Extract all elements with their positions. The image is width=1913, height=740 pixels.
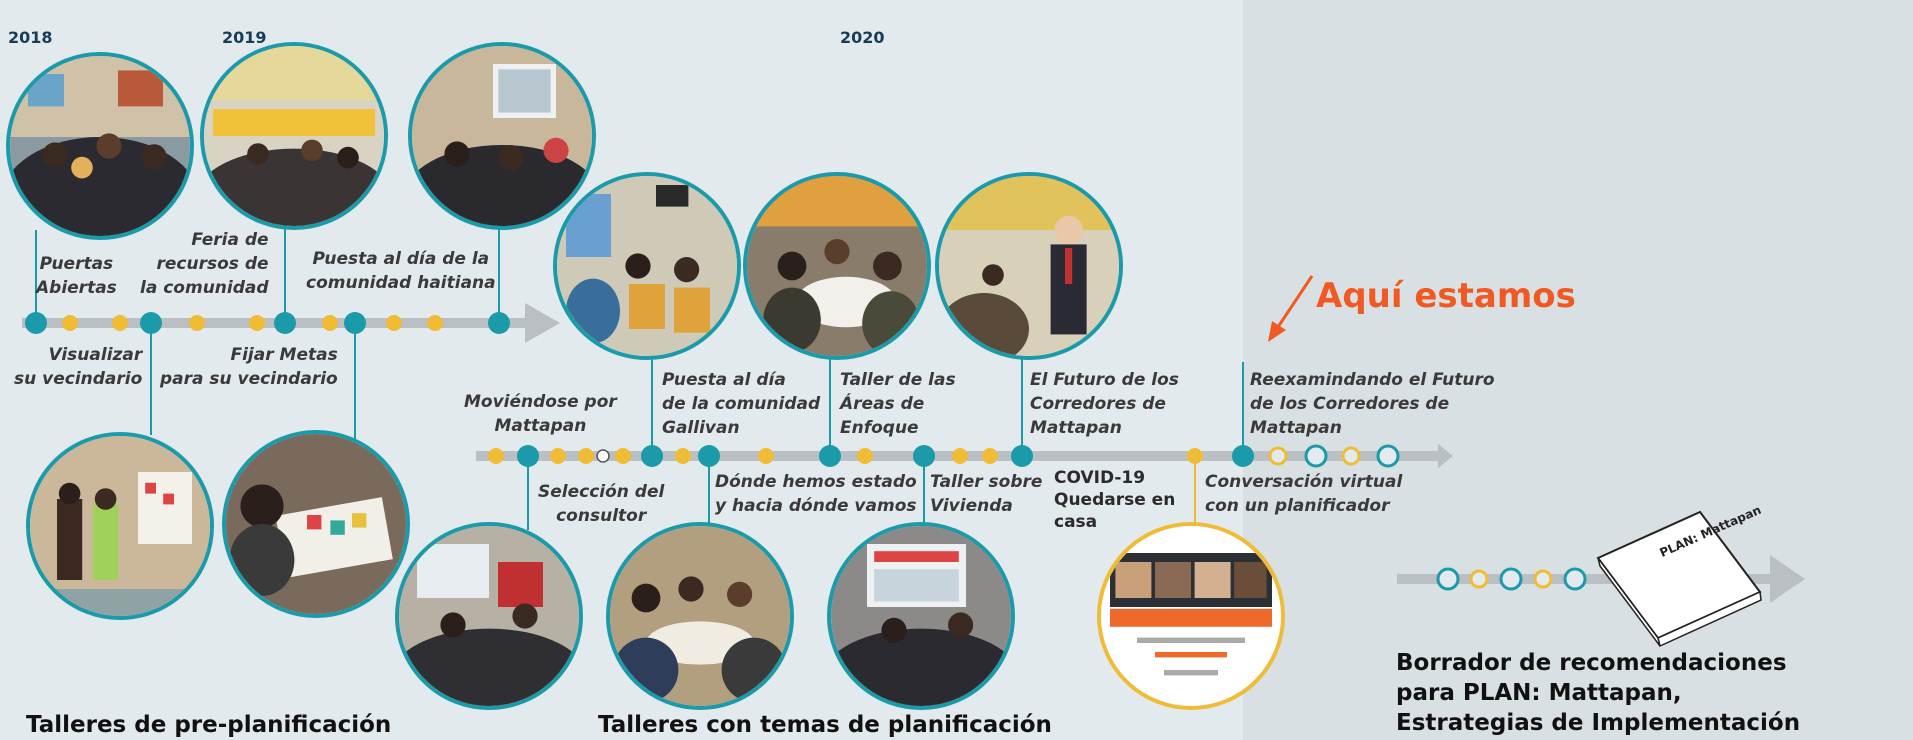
label-puertas-abiertas: Puertas Abiertas — [36, 254, 117, 298]
lower-connectors — [527, 355, 1244, 530]
label-seleccion-consultor: Selección del consultor — [538, 482, 665, 526]
label-fijar-metas: Fijar Metas para su vecindario — [160, 345, 338, 389]
photo-donde-hemos-estado — [606, 522, 794, 710]
year-2020: 2020 — [840, 28, 885, 47]
photo-conversacion-virtual — [1097, 522, 1285, 710]
photo-areas-enfoque — [743, 172, 931, 360]
heading-borrador: Borrador de recomendaciones para PLAN: M… — [1396, 650, 1801, 736]
plan-timeline-bar — [1397, 574, 1787, 584]
upper-timeline-arrowhead — [525, 303, 560, 343]
photo-fijar-metas — [222, 430, 410, 618]
label-feria: Feria de recursos de la comunidad — [140, 230, 269, 298]
future-section-background — [1243, 0, 1913, 740]
plan-dots — [1436, 567, 1587, 591]
photo-comunidad-haitiana — [408, 42, 596, 230]
photo-feria-recursos — [200, 42, 388, 230]
label-reexaminando: Reexamindando el Futuro de los Corredore… — [1250, 370, 1495, 438]
label-conversacion-virtual: Conversación virtual con un planificador — [1205, 472, 1403, 516]
plan-timeline — [1397, 555, 1805, 603]
label-futuro-corredores: El Futuro de los Corredores de Mattapan — [1030, 370, 1179, 438]
plan-timeline-arrowhead — [1770, 555, 1805, 603]
here-arrow-icon — [1268, 275, 1314, 342]
photo-taller-vivienda — [827, 522, 1015, 710]
photo-puertas-abiertas — [6, 52, 194, 240]
label-comunidad-haitiana: Puesta al día de la comunidad haitiana — [306, 249, 496, 293]
label-moviendose: Moviéndose por Mattapan — [464, 392, 617, 436]
upper-connectors — [35, 225, 500, 440]
photo-gallivan — [553, 172, 741, 360]
lower-timeline-arrowhead — [1438, 444, 1453, 468]
photo-visualizar-vecindario — [26, 432, 214, 620]
label-gallivan: Puesta al día de la comunidad Gallivan — [662, 370, 821, 438]
year-2018: 2018 — [8, 28, 53, 47]
heading-temas-planificacion: Talleres con temas de planificación — [598, 712, 1052, 738]
plan-book-icon — [1596, 510, 1762, 648]
label-areas-enfoque: Taller de las Áreas de Enfoque — [840, 370, 956, 438]
lower-dots — [488, 444, 1400, 468]
photo-moviendose — [395, 522, 583, 710]
label-covid: COVID-19 Quedarse en casa — [1054, 468, 1176, 532]
photo-futuro-corredores — [935, 172, 1123, 360]
label-taller-vivienda: Taller sobre Vivienda — [930, 472, 1043, 516]
label-visualizar: Visualizar su vecindario — [14, 345, 143, 389]
here-label: Aquí estamos — [1316, 276, 1576, 316]
upper-dots — [25, 312, 510, 334]
heading-pre-planificacion: Talleres de pre-planificación — [26, 712, 392, 738]
year-2019: 2019 — [222, 28, 267, 47]
label-donde-hemos-estado: Dónde hemos estado y hacia dónde vamos — [715, 472, 917, 516]
